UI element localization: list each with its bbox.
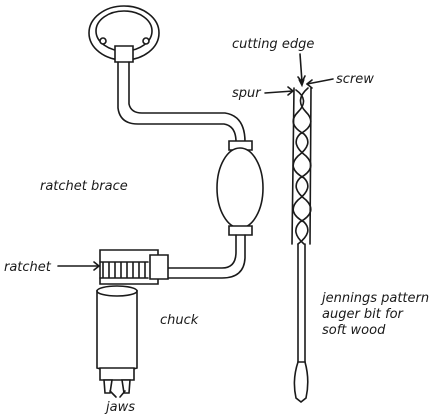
auger-shank (297, 243, 306, 363)
labels: cutting edge spur screw ratchet brace ra… (4, 37, 429, 414)
auger-tang (293, 361, 309, 404)
ratchet-brace-drawing (88, 5, 264, 394)
cutting-edge-arrow (299, 53, 303, 83)
label-screw: screw (336, 72, 374, 87)
ratchet-collar (149, 254, 169, 280)
label-spur: spur (232, 86, 262, 101)
chuck-body (96, 290, 138, 372)
leader-lines (57, 53, 334, 398)
auger-bit-drawing (291, 79, 312, 404)
jaw-left (103, 379, 113, 394)
label-cutting-edge: cutting edge (232, 37, 314, 52)
auger-spiral-outline-right (309, 87, 312, 245)
label-jaws: jaws (104, 400, 135, 414)
chuck-top-rim (96, 285, 138, 297)
chuck-nose (99, 367, 135, 381)
head-screw-right (142, 37, 150, 45)
screw-arrowhead (306, 79, 313, 89)
brace-neck (114, 45, 134, 63)
brace-handle-grip (216, 147, 264, 229)
brace-lower-shaft (149, 234, 237, 269)
brace-handle-ferrule-bottom (228, 225, 253, 236)
head-screw-left (99, 37, 107, 45)
ratchet-arrowhead (93, 261, 100, 271)
label-ratchet-brace: ratchet brace (40, 179, 128, 194)
spur-arrow (264, 90, 294, 94)
jaws-arrow-right (119, 390, 126, 398)
label-auger-line1: jennings pattern (320, 291, 429, 306)
jaws-arrow-left (109, 390, 117, 398)
label-auger-line2: auger bit for (322, 307, 405, 322)
ratchet-teeth (99, 261, 149, 279)
brace-upper-shaft-inner (128, 61, 246, 149)
jaw-right (121, 379, 131, 394)
auger-spiral-outline-left (291, 87, 295, 245)
label-chuck: chuck (160, 313, 199, 328)
screw-arrow (306, 78, 334, 85)
spur-arrowhead (287, 86, 294, 96)
label-ratchet: ratchet (4, 260, 52, 275)
cutting-edge-arrowhead (297, 75, 306, 83)
brace-upper-shaft (117, 61, 237, 149)
label-auger-line3: soft wood (322, 323, 386, 338)
brace-handle-ferrule-top (228, 140, 253, 151)
brace-lower-shaft-inner (149, 234, 246, 279)
